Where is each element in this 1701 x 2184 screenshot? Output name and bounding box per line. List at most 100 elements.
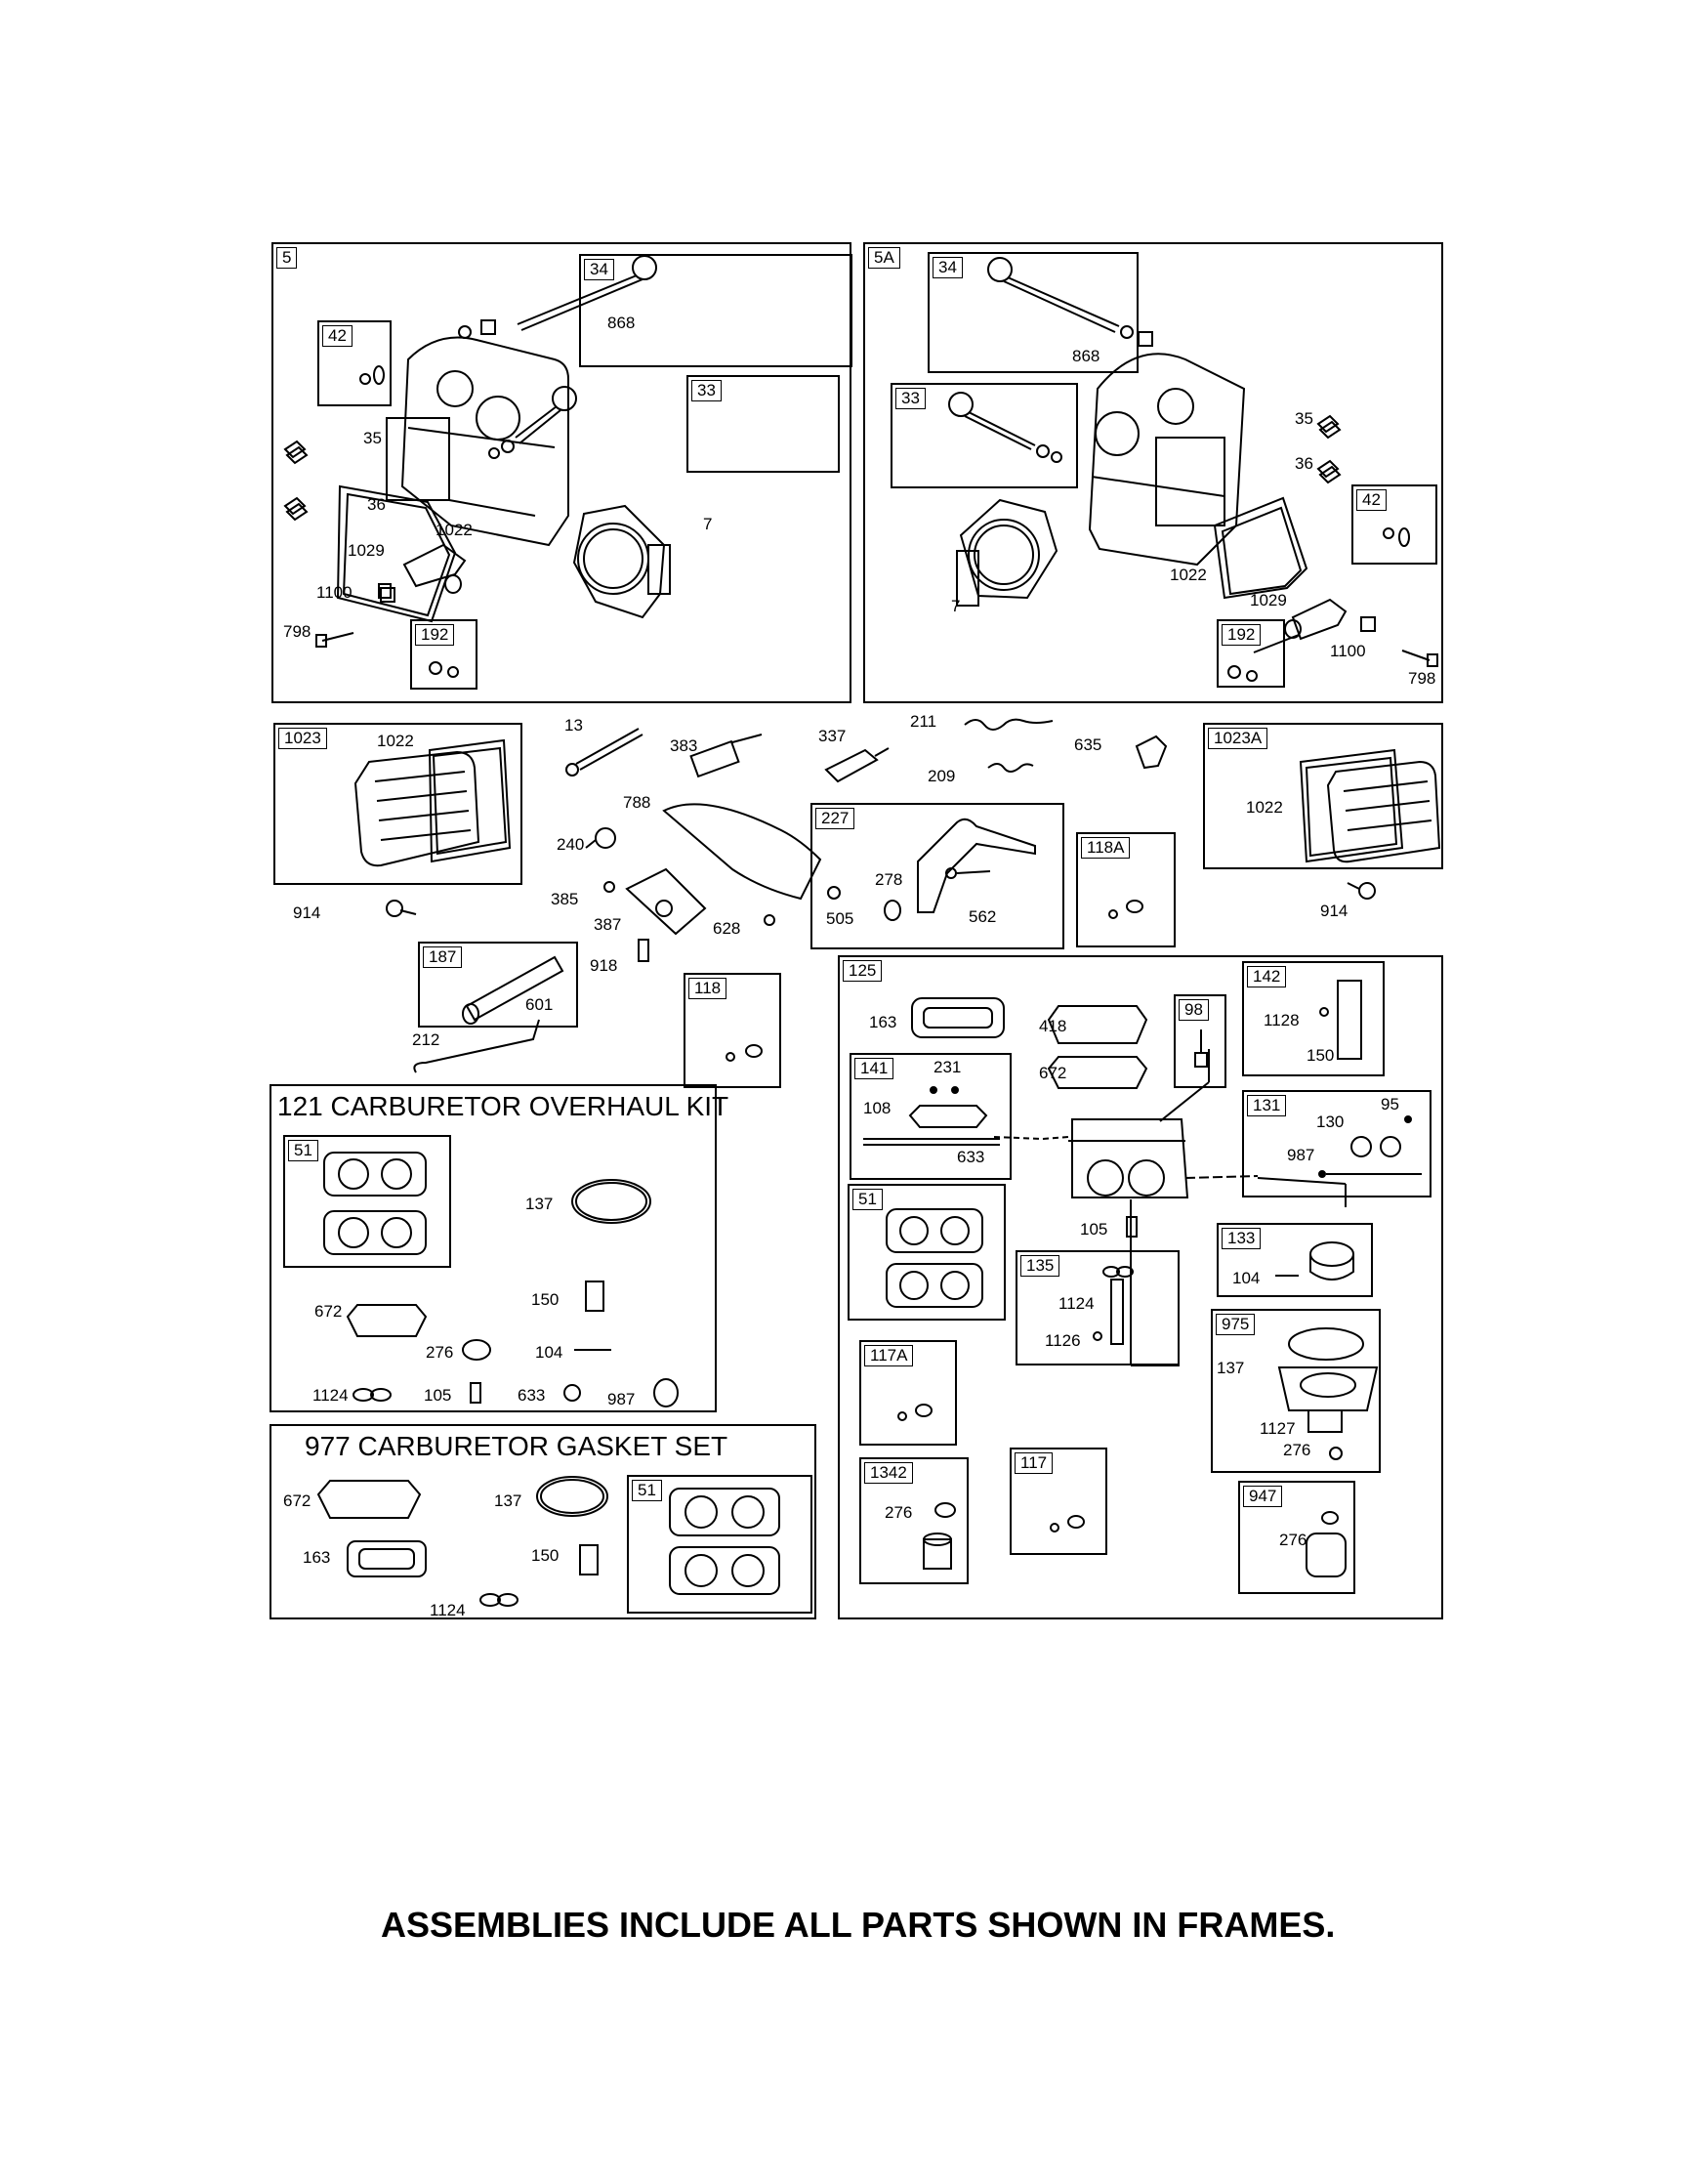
frame-34-tag: 34 <box>933 257 963 278</box>
part-label: 163 <box>303 1548 331 1567</box>
part-label: 211 <box>910 712 937 731</box>
part-label: 672 <box>283 1491 311 1510</box>
frame-975-tag: 975 <box>1216 1314 1256 1335</box>
frame-gasket-set <box>270 1424 816 1619</box>
part-label: 212 <box>412 1030 440 1049</box>
frame-135: 135 <box>1016 1250 1180 1365</box>
part-135-illustration <box>1093 1266 1134 1345</box>
part-label: 108 <box>863 1099 892 1117</box>
part-label: 35 <box>1295 409 1313 428</box>
part-label: 209 <box>928 767 956 785</box>
part-label: 137 <box>525 1195 554 1213</box>
part-98-illustration <box>1194 1029 1208 1068</box>
frame-98: 98 <box>1174 994 1226 1088</box>
throttle-shaft-141-illustration <box>863 1086 1000 1146</box>
part-label: 137 <box>1217 1359 1245 1377</box>
frame-187: 187 <box>418 942 578 1028</box>
part-label: 633 <box>957 1148 985 1166</box>
float-bowl-975-illustration <box>1277 1327 1379 1460</box>
part-label: 7 <box>703 515 713 533</box>
frame-192-tag: 192 <box>1222 624 1262 646</box>
part-label: 1127 <box>1260 1419 1296 1438</box>
frame-33-right: 33 <box>891 383 1078 488</box>
part-label: 1029 <box>348 541 385 560</box>
part-label: 105 <box>1080 1220 1108 1239</box>
frame-192-tag: 192 <box>415 624 455 646</box>
frame-187-tag: 187 <box>423 946 463 968</box>
part-label: 240 <box>557 835 585 854</box>
part-label: 383 <box>670 736 698 755</box>
frame-34-left: 34 <box>579 254 852 367</box>
part-label: 150 <box>1307 1046 1335 1065</box>
cylinder-head-left-illustration <box>283 255 671 678</box>
frame-141-tag: 141 <box>854 1058 894 1079</box>
part-label: 276 <box>1279 1531 1307 1549</box>
part-label: 672 <box>1039 1064 1067 1082</box>
rocker-cover-left-illustration <box>353 738 512 867</box>
part-label: 1128 <box>1264 1011 1300 1029</box>
frame-117a: 117A <box>859 1340 957 1446</box>
frame-5a-tag: 5A <box>868 247 900 269</box>
frame-33-left: 33 <box>686 375 840 473</box>
part-label: 104 <box>1232 1269 1261 1287</box>
part-label: 914 <box>293 903 321 922</box>
bolt-914-icon <box>1347 882 1376 900</box>
frame-1023a: 1023A <box>1203 723 1443 869</box>
cylinder-head-right-illustration <box>948 257 1438 682</box>
frame-227-tag: 227 <box>815 808 855 829</box>
part-label: 1022 <box>1246 798 1283 817</box>
frame-34-right: 34 <box>928 252 1139 373</box>
carburetor-illustration <box>911 997 1347 1366</box>
frame-5-tag: 5 <box>276 247 298 269</box>
part-1342-illustration <box>923 1502 956 1570</box>
frame-51-tag: 51 <box>632 1480 662 1501</box>
part-label: 105 <box>424 1386 452 1405</box>
frame-1023a-tag: 1023A <box>1208 728 1268 749</box>
part-label: 868 <box>607 314 636 332</box>
frame-192-right: 192 <box>1217 619 1285 688</box>
part-label: 150 <box>531 1546 560 1565</box>
frame-125-tag: 125 <box>843 960 883 982</box>
frame-118a-tag: 118A <box>1081 837 1131 859</box>
part-117a-illustration <box>897 1404 933 1421</box>
gasket-set-parts-illustration <box>316 1476 780 1607</box>
governor-lever-illustration <box>827 818 1036 921</box>
frame-1023-tag: 1023 <box>278 728 327 749</box>
frame-51-gasket: 51 <box>627 1475 812 1614</box>
part-118-illustration <box>726 1044 763 1062</box>
part-label: 628 <box>713 919 741 938</box>
part-label: 1124 <box>312 1386 349 1405</box>
part-label: 35 <box>363 429 382 447</box>
part-label: 868 <box>1072 347 1100 365</box>
frame-42-tag: 42 <box>1356 489 1387 511</box>
frame-51-tag: 51 <box>852 1189 883 1210</box>
part-label: 418 <box>1039 1017 1067 1035</box>
frame-5a: 5A <box>863 242 1443 703</box>
part-label: 150 <box>531 1290 560 1309</box>
part-label: 1022 <box>377 732 414 750</box>
part-117-illustration <box>1050 1515 1085 1533</box>
part-label: 95 <box>1381 1095 1399 1113</box>
part-133-illustration <box>1275 1241 1354 1281</box>
frame-118a: 118A <box>1076 832 1176 947</box>
frame-34-tag: 34 <box>584 259 614 280</box>
part-131-illustration <box>1318 1115 1422 1178</box>
part-label: 36 <box>367 495 386 514</box>
part-label: 1100 <box>316 583 353 602</box>
assemblies-note: ASSEMBLIES INCLUDE ALL PARTS SHOWN IN FR… <box>381 1905 1336 1945</box>
part-label: 1022 <box>436 521 473 539</box>
part-142-illustration <box>1319 980 1362 1060</box>
gasket-51-carb-illustration <box>886 1208 983 1308</box>
frame-133: 133 <box>1217 1223 1373 1297</box>
part-label: 387 <box>594 915 622 934</box>
part-label: 276 <box>426 1343 454 1362</box>
part-label: 130 <box>1316 1113 1345 1131</box>
part-label: 1100 <box>1330 642 1366 660</box>
frame-135-tag: 135 <box>1020 1255 1060 1277</box>
frame-33-tag: 33 <box>691 380 722 401</box>
part-label: 987 <box>607 1390 636 1408</box>
frame-42-left: 42 <box>317 320 392 406</box>
part-label: 1029 <box>1250 591 1287 609</box>
rocker-cover-right-illustration <box>1299 748 1441 863</box>
frame-1342-tag: 1342 <box>864 1462 913 1484</box>
